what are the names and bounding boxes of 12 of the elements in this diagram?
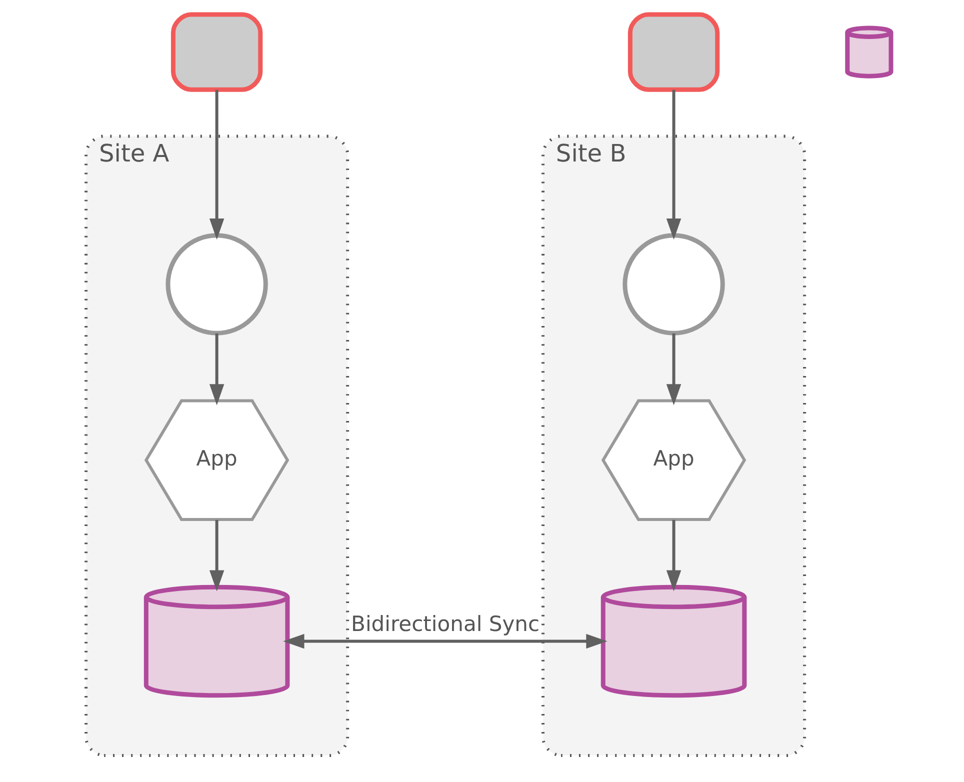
arrow — [208, 333, 224, 406]
node-circle — [165, 233, 268, 336]
edge-label: Bidirectional Sync — [350, 611, 540, 636]
node-circle — [622, 233, 724, 336]
arrow — [282, 634, 607, 649]
node-person — [627, 12, 720, 92]
node-person — [170, 12, 262, 92]
arrow — [208, 90, 224, 240]
arrow — [208, 520, 224, 592]
arrow — [666, 333, 681, 406]
arrow — [666, 520, 681, 592]
arrow — [666, 90, 681, 240]
